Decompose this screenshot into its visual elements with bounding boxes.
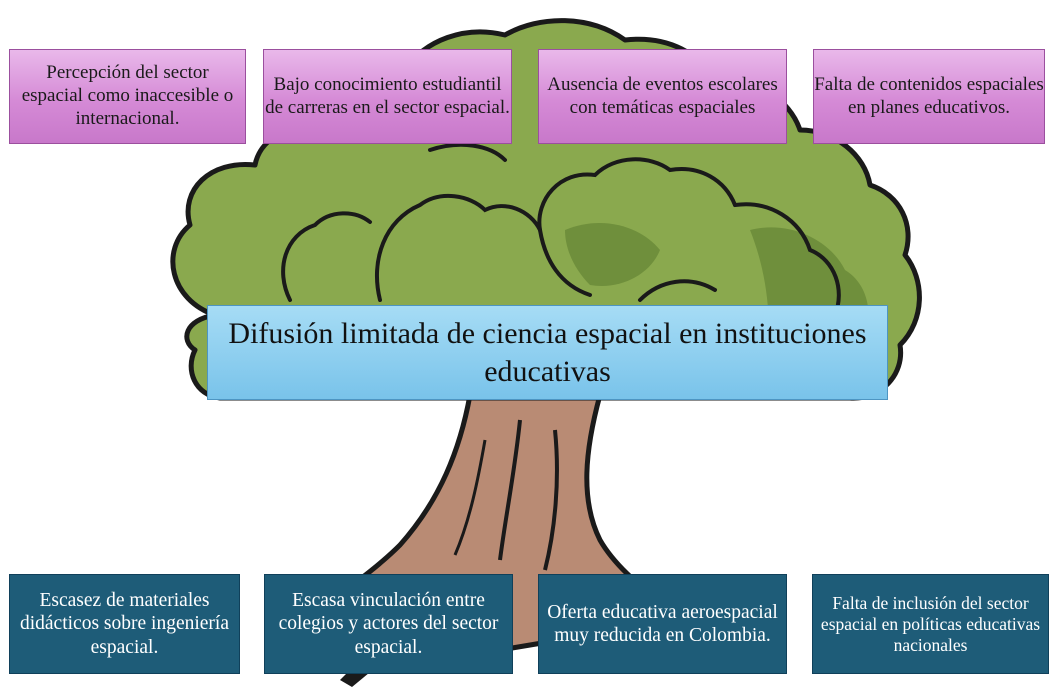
effect-text-4: Falta de contenidos espaciales en planes… <box>814 73 1044 118</box>
cause-text-1: Escasez de materiales didácticos sobre i… <box>19 589 229 658</box>
effect-text-2: Bajo conocimiento estudiantil de carrera… <box>265 73 510 118</box>
effect-box-3: Ausencia de eventos escolares con temáti… <box>538 49 787 144</box>
cause-text-2: Escasa vinculación entre colegios y acto… <box>278 589 499 658</box>
effect-box-2: Bajo conocimiento estudiantil de carrera… <box>263 49 512 144</box>
cause-box-1: Escasez de materiales didácticos sobre i… <box>9 574 240 674</box>
effect-box-4: Falta de contenidos espaciales en planes… <box>813 49 1045 144</box>
effect-text-3: Ausencia de eventos escolares con temáti… <box>547 73 778 118</box>
effect-box-1: Percepción del sector espacial como inac… <box>9 49 246 144</box>
cause-text-4: Falta de inclusión del sector espacial e… <box>820 592 1041 655</box>
foliage-details <box>281 112 841 317</box>
central-problem-text: Difusión limitada de ciencia espacial en… <box>228 317 867 388</box>
cause-text-3: Oferta educativa aeroespacial muy reduci… <box>547 601 778 646</box>
cause-box-2: Escasa vinculación entre colegios y acto… <box>264 574 513 674</box>
central-problem-box: Difusión limitada de ciencia espacial en… <box>207 305 888 400</box>
cause-box-3: Oferta educativa aeroespacial muy reduci… <box>538 574 787 674</box>
cause-box-4: Falta de inclusión del sector espacial e… <box>812 574 1049 674</box>
effect-text-1: Percepción del sector espacial como inac… <box>21 62 234 129</box>
